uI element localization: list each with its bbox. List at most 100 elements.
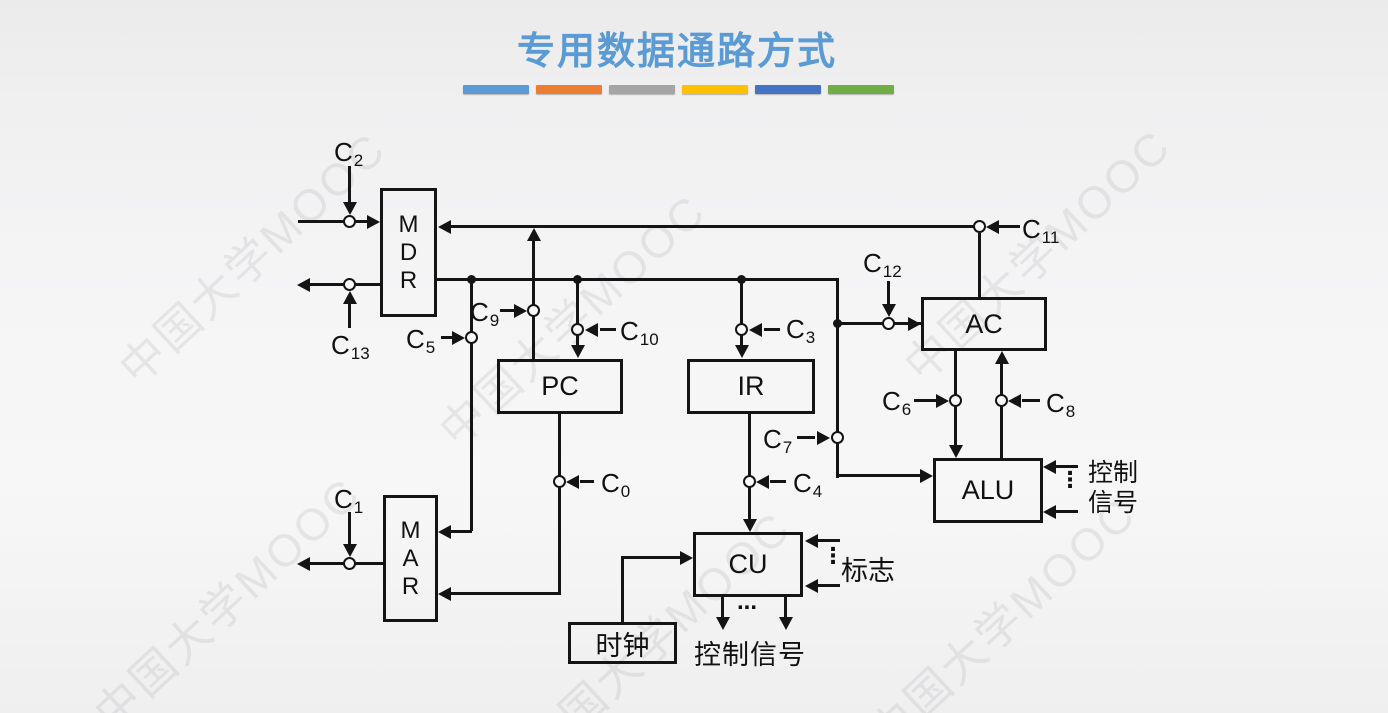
block-cu: CU xyxy=(693,532,803,597)
wire-cu-flag-1 xyxy=(818,539,840,542)
arrowhead-into-mar-top xyxy=(438,525,451,539)
arrowhead-c11 xyxy=(986,220,999,234)
wire-bus-to-alu xyxy=(836,474,923,477)
signal-label-c6: C6 xyxy=(882,386,912,419)
arrowhead-cu-flag-2 xyxy=(805,579,818,593)
signal-label-c5: C5 xyxy=(406,324,436,357)
signal-label-c8: C8 xyxy=(1046,388,1076,421)
block-clock-label: 时钟 xyxy=(595,630,650,661)
block-ir: IR xyxy=(687,359,815,414)
arrowhead-cu-flag-1 xyxy=(805,534,818,548)
page-title: 专用数据通路方式 xyxy=(516,31,837,73)
wire-alu-to-ac xyxy=(1000,364,1003,458)
wire-clock-up xyxy=(621,556,624,622)
arrowhead-into-ac-left xyxy=(908,317,921,331)
block-ac-label: AC xyxy=(965,308,1003,339)
signal-label-c7: C7 xyxy=(763,424,793,457)
signal-label-c11: C11 xyxy=(1022,214,1060,247)
wire-c7-label xyxy=(797,436,815,439)
signal-label-c2: C2 xyxy=(334,137,364,170)
wire-ac-top-stem xyxy=(978,233,981,297)
valve-c9 xyxy=(527,304,540,317)
valve-c7 xyxy=(831,431,844,444)
wire-bus-to-pc xyxy=(576,278,579,346)
cu-outputs-label: 控制信号 xyxy=(694,640,806,670)
valve-c5 xyxy=(465,331,478,344)
wire-ac-to-mdr xyxy=(451,225,974,228)
cu-out-ellipsis: ... xyxy=(737,588,758,615)
cu-flag-ellipsis: ⋮ xyxy=(822,543,844,568)
alu-ctrl-label: 控制信号 xyxy=(1088,459,1139,517)
wire-ir-to-cu xyxy=(748,414,751,519)
accent-bar xyxy=(609,85,675,94)
wire-bus-to-ir xyxy=(740,278,743,346)
accent-bar xyxy=(682,85,748,94)
signal-label-c0: C0 xyxy=(601,468,631,501)
wire-c8-label xyxy=(1022,399,1040,402)
arrowhead-into-cu-top xyxy=(743,519,757,532)
wire-cu-out-1 xyxy=(721,597,724,618)
accent-bar xyxy=(755,85,821,94)
block-alu: ALU xyxy=(933,458,1043,523)
wire-memory-to-mdr xyxy=(298,220,368,223)
valve-c8 xyxy=(995,394,1008,407)
wire-c3-label xyxy=(764,328,780,331)
arrowhead-c6 xyxy=(936,394,949,408)
arrowhead-c9 xyxy=(514,304,527,318)
signal-label-c1: C1 xyxy=(334,484,364,517)
accent-bar xyxy=(828,85,894,94)
watermark: 中国大学MOOC xyxy=(429,184,716,457)
arrowhead-c9-up xyxy=(527,228,541,241)
arrowhead-into-ir-top xyxy=(735,345,749,358)
valve-c1 xyxy=(343,557,356,570)
signal-label-c3: C3 xyxy=(786,314,816,347)
arrowhead-into-ac-bottom xyxy=(995,351,1009,364)
watermark: 中国大学MOOC xyxy=(894,119,1181,392)
wire-bus-to-ac xyxy=(839,322,921,325)
block-ir-label: IR xyxy=(737,371,765,401)
accent-bar xyxy=(463,85,529,94)
watermark: 中国大学MOOC xyxy=(514,501,801,713)
arrowhead-c3 xyxy=(749,323,762,337)
wire-cu-out-2 xyxy=(784,597,787,618)
wire-bus-to-mar-h xyxy=(450,530,472,533)
signal-label-c10: C10 xyxy=(620,316,659,349)
arrowhead-into-alu-top xyxy=(949,445,963,458)
arrowhead-to-memory-data xyxy=(297,278,310,292)
wire-c0-label xyxy=(580,480,594,483)
arrowhead-into-mdr-left xyxy=(367,215,380,229)
valve-c2 xyxy=(343,215,356,228)
signal-label-c12: C12 xyxy=(863,248,902,281)
wire-c2-stem xyxy=(348,166,351,203)
wire-c10-label xyxy=(600,328,616,331)
arrowhead-c12 xyxy=(882,304,896,317)
arrowhead-alu-ctrl-2 xyxy=(1043,505,1056,519)
wire-c12-stem xyxy=(887,281,890,305)
arrowhead-into-pc-top xyxy=(571,345,585,358)
valve-c4 xyxy=(743,475,756,488)
wire-bus-down-right xyxy=(836,278,839,478)
wire-mdr-bus xyxy=(437,278,839,281)
wire-c13-stem xyxy=(348,297,351,328)
wire-pc-to-mar xyxy=(450,592,561,595)
arrowhead-into-cu-left xyxy=(680,551,693,565)
valve-c11 xyxy=(973,220,986,233)
block-alu-label: ALU xyxy=(961,475,1015,505)
arrowhead-to-memory-addr xyxy=(297,557,310,571)
wire-bus-to-mar xyxy=(470,278,473,531)
wire-c9-label xyxy=(500,309,515,312)
wire-pc-down xyxy=(558,414,561,595)
wire-c11-label xyxy=(993,225,1020,228)
accent-bar xyxy=(536,85,602,94)
title-accent-bars xyxy=(463,85,894,94)
arrowhead-c2 xyxy=(343,202,357,215)
valve-c0 xyxy=(553,475,566,488)
arrowhead-c13 xyxy=(343,291,357,304)
arrowhead-into-alu-left xyxy=(920,469,933,483)
wire-c6-label xyxy=(914,399,936,402)
arrowhead-alu-ctrl-1 xyxy=(1043,460,1056,474)
